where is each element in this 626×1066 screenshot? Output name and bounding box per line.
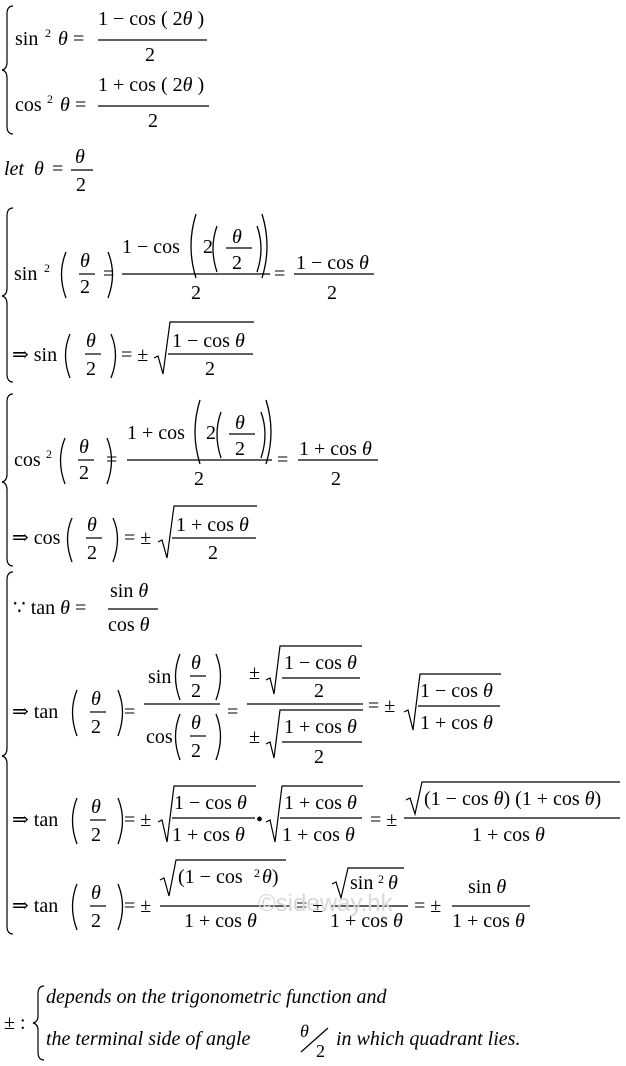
note-line-1: depends on the trigonometric function an… xyxy=(46,986,387,1008)
note-symbol: ± : xyxy=(4,1012,26,1034)
note-line-2b: in which quadrant lies. xyxy=(336,1028,521,1050)
note-frac-den: 2 xyxy=(316,1041,325,1061)
note-frac-num: θ xyxy=(300,1021,309,1041)
watermark: ©sideway.hk xyxy=(258,890,393,917)
note-line-2a: the terminal side of angle xyxy=(46,1028,251,1050)
